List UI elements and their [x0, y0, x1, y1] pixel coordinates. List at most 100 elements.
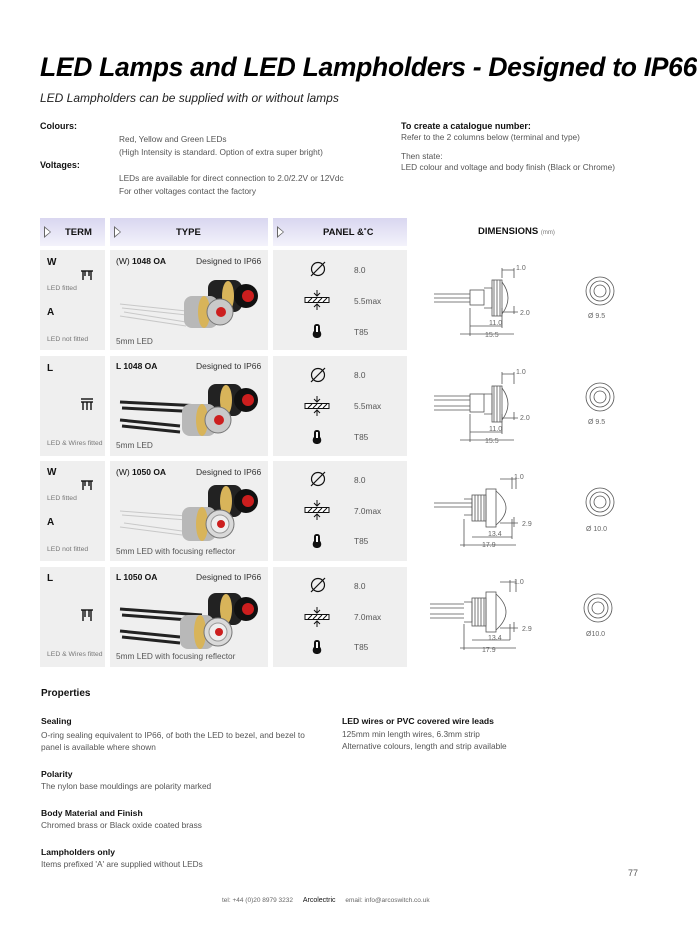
panel-hole-value: 8.0	[354, 265, 366, 275]
panel-hole-diameter-icon	[310, 367, 326, 383]
dimension-drawing: 1.0 2.9 13.4 17.9 Ø 10.0	[434, 474, 615, 549]
panel-thickness-icon	[304, 396, 330, 416]
colours-label: Colours:	[40, 121, 77, 131]
term-note: LED & Wires fitted	[47, 440, 103, 447]
dim-diameter: Ø 10.0	[586, 526, 607, 533]
term-cell: W LED fitted A LED not fitted	[40, 461, 105, 561]
body-material-text: Chromed brass or Black oxide coated bras…	[41, 820, 202, 830]
term-code: W	[47, 257, 57, 268]
lampholders-only-text: Items prefixed 'A' are supplied without …	[41, 859, 203, 869]
type-cell: L 1050 OA Designed to IP66 5mm LED with …	[110, 567, 268, 667]
page-title: LED Lamps and LED Lampholders - Designed…	[40, 52, 697, 82]
terminal-pins-icon	[81, 270, 93, 280]
footer-brand: Arcolectric	[302, 897, 336, 904]
temperature-icon	[312, 534, 322, 548]
dim-top: 1.0	[514, 474, 524, 481]
colours-line-1: Red, Yellow and Green LEDs	[119, 134, 227, 144]
type-ip-rating: Designed to IP66	[196, 467, 262, 477]
type-code: (W) 1048 OA	[116, 256, 166, 266]
header-term: TERM	[40, 218, 105, 246]
properties-heading: Properties	[41, 688, 91, 699]
dimension-drawing: 1.0 2.9 13.4 17.9 Ø10.0	[430, 579, 613, 654]
temperature-value: T85	[354, 642, 369, 652]
dimension-drawing: 1.0 2.0 11.0 15.5 Ø 9.5	[434, 369, 615, 445]
temperature-value: T85	[354, 536, 369, 546]
header-dimensions-label: DIMENSIONS	[478, 226, 539, 237]
header-panel-unit: ˚C	[363, 227, 374, 237]
dim-mid: 2.0	[520, 415, 530, 422]
term-code: W	[47, 467, 57, 478]
dim-outer: 17.9	[482, 542, 496, 549]
panel-hole-diameter-icon	[310, 471, 326, 487]
dim-mid: 2.0	[520, 310, 530, 317]
footer: tel: +44 (0)20 8979 3232 Arcolectric ema…	[222, 897, 430, 904]
panel-cell: 8.0 5.5max T85	[273, 250, 407, 350]
colours-line-2: (High Intensity is standard. Option of e…	[119, 147, 323, 157]
sealing-heading: Sealing	[41, 716, 72, 726]
type-prefix: (W)	[116, 467, 133, 477]
sealing-line-2: panel is available where shown	[41, 742, 156, 752]
terminal-wires-icon	[81, 398, 93, 410]
footer-email[interactable]: email: info@arcoswitch.co.uk	[345, 897, 430, 904]
type-led-description: 5mm LED with focusing reflector	[116, 546, 236, 556]
header-arrow-icon	[277, 226, 284, 238]
header-term-label: TERM	[65, 226, 92, 238]
dim-top: 1.0	[514, 579, 524, 586]
dim-diameter: Ø 9.5	[588, 313, 605, 320]
dim-mid: 2.9	[522, 626, 532, 633]
panel-thickness-value: 5.5max	[354, 401, 382, 411]
dim-inner: 11.0	[489, 320, 502, 327]
type-led-description: 5mm LED with focusing reflector	[116, 651, 236, 661]
term-note: LED not fitted	[47, 546, 89, 553]
page-subtitle: LED Lampholders can be supplied with or …	[40, 91, 339, 105]
panel-thickness-value: 5.5max	[354, 296, 382, 306]
lampholder-photo	[119, 280, 258, 328]
lampholder-photo	[119, 485, 258, 541]
type-ip-rating: Designed to IP66	[196, 572, 262, 582]
term-code: A	[47, 517, 55, 528]
voltages-line-2: For other voltages contact the factory	[119, 186, 256, 196]
panel-hole-diameter-icon	[310, 577, 326, 593]
voltages-line-1: LEDs are available for direct connection…	[119, 173, 344, 183]
dim-top: 1.0	[516, 369, 526, 376]
type-ip-rating: Designed to IP66	[196, 361, 262, 371]
type-ip-rating: Designed to IP66	[196, 256, 262, 266]
body-material-heading: Body Material and Finish	[41, 808, 143, 818]
term-note: LED fitted	[47, 495, 77, 502]
panel-thickness-icon	[304, 500, 330, 520]
temperature-icon	[312, 430, 322, 444]
type-cell: L 1048 OA Designed to IP66 5mm LED	[110, 356, 268, 456]
panel-cell: 8.0 7.0max T85	[273, 567, 407, 667]
panel-cell: 8.0 5.5max T85	[273, 356, 407, 456]
dim-diameter: Ø10.0	[586, 631, 605, 638]
lampholder-photo	[119, 593, 258, 649]
led-wires-heading: LED wires or PVC covered wire leads	[342, 716, 494, 726]
catalogue-heading: To create a catalogue number:	[401, 121, 531, 131]
header-panel-label: PANEL &	[323, 226, 364, 238]
type-cell: (W) 1050 OA Designed to IP66 5mm LED wit…	[110, 461, 268, 561]
panel-hole-diameter-icon	[310, 261, 326, 277]
term-note: LED & Wires fitted	[47, 651, 103, 658]
dimension-drawing: 1.0 2.0 11.0 15.5 Ø 9.5	[434, 265, 615, 339]
panel-thickness-icon	[304, 607, 330, 627]
type-code: (W) 1050 OA	[116, 467, 166, 477]
footer-telephone: tel: +44 (0)20 8979 3232	[222, 897, 294, 904]
type-code: L 1048 OA	[116, 361, 157, 371]
catalogue-line-2: Then state:	[401, 151, 443, 161]
terminal-wires-icon	[81, 609, 93, 621]
term-code: L	[47, 363, 54, 374]
type-number: L 1048 OA	[116, 361, 158, 371]
dim-diameter: Ø 9.5	[588, 419, 605, 426]
dim-outer: 15.5	[485, 438, 499, 445]
page-number: 77	[628, 868, 639, 878]
dim-mid: 2.9	[522, 521, 532, 528]
header-arrow-icon	[114, 226, 121, 238]
dim-top: 1.0	[516, 265, 526, 272]
voltages-label: Voltages:	[40, 160, 80, 170]
header-panel: PANEL & ˚C	[273, 218, 407, 246]
dim-outer: 15.5	[485, 332, 499, 339]
type-prefix: (W)	[116, 256, 133, 266]
term-note: LED not fitted	[47, 336, 89, 343]
polarity-heading: Polarity	[41, 769, 73, 779]
terminal-pins-icon	[81, 480, 93, 490]
